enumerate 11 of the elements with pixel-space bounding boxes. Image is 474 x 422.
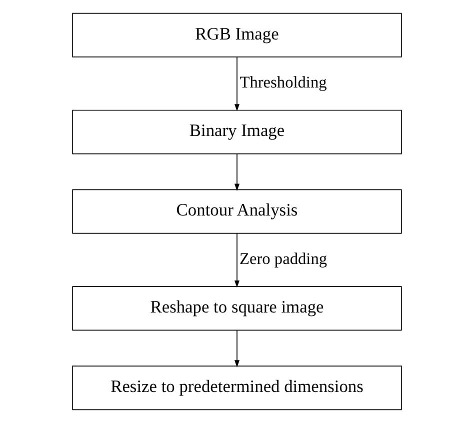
edge-label: Zero padding [240, 248, 328, 268]
arrow [234, 329, 240, 367]
arrow [234, 152, 240, 190]
node-box: Binary Image [72, 109, 402, 154]
arrow [234, 56, 240, 111]
node-box: Contour Analysis [72, 188, 402, 234]
edge-label: Thresholding [240, 72, 327, 91]
node-box: Resize to predetermined dimensions [72, 365, 402, 410]
arrow [234, 232, 240, 288]
node-box: Reshape to square image [72, 286, 402, 330]
node-box: RGB Image [72, 12, 402, 57]
